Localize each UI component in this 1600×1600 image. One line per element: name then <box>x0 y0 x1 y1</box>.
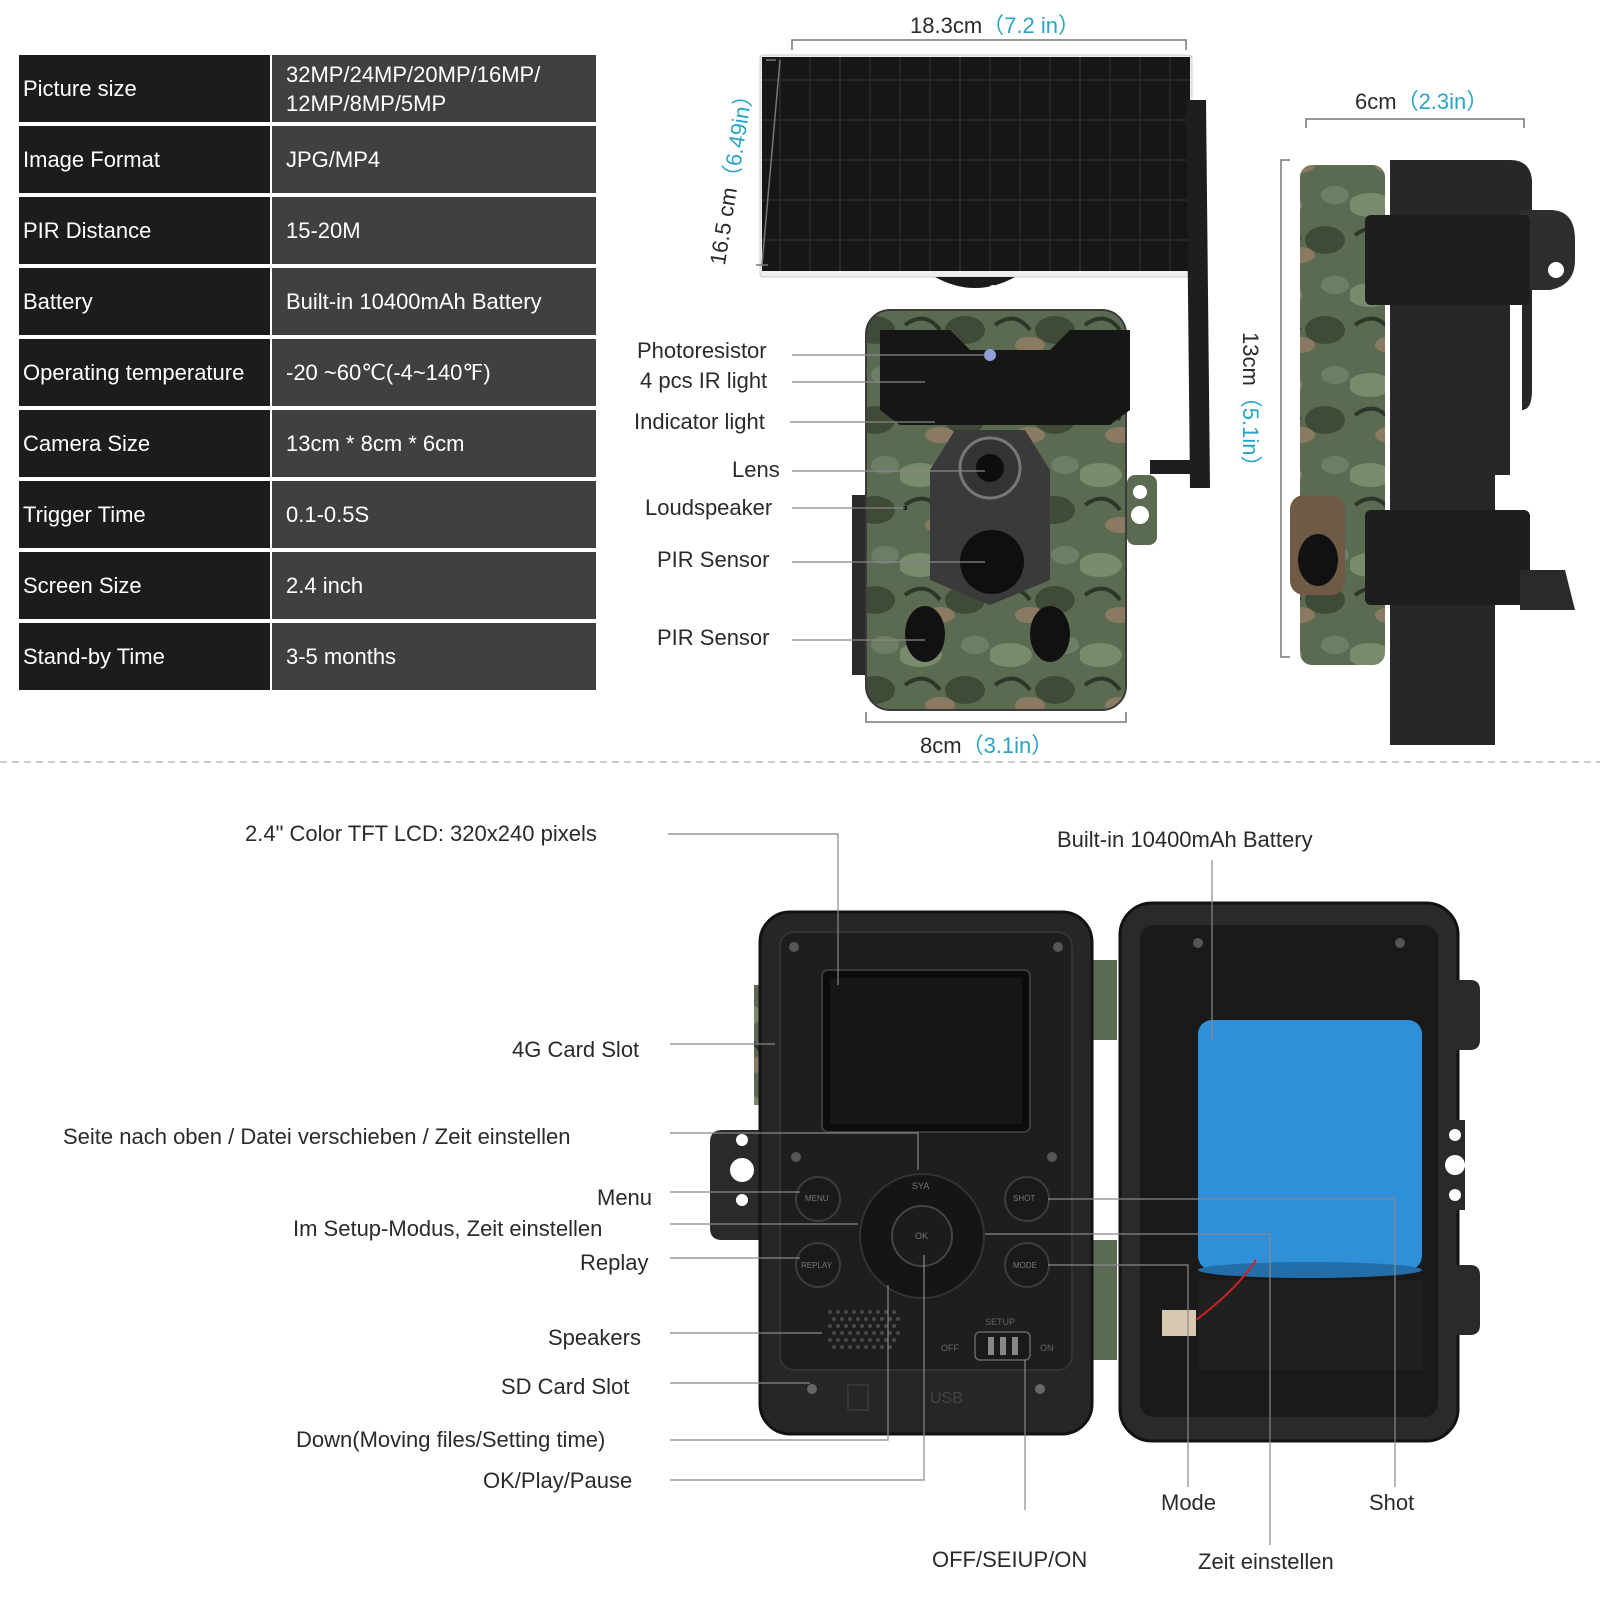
spec-row: Operating temperature-20 ~60℃(-4~140℉) <box>19 339 596 406</box>
spec-label: Camera Size <box>19 410 270 477</box>
camera-open-right <box>1118 901 1480 1443</box>
device-shot-button: SHOT <box>1013 1194 1036 1203</box>
label-loudspeaker: Loudspeaker <box>645 495 773 520</box>
spec-value: 0.1-0.5S <box>272 481 596 548</box>
label-menu: Menu <box>597 1185 653 1210</box>
label-pir-sensor-2: PIR Sensor <box>657 625 770 650</box>
label-mode: Mode <box>1161 1490 1217 1515</box>
label-zeit-einstellen: Zeit einstellen <box>1198 1549 1334 1574</box>
antenna <box>1186 100 1210 488</box>
label-power-switch: OFF/SEIUP/ON <box>932 1547 1088 1572</box>
spec-label: PIR Distance <box>19 197 270 264</box>
spec-value: 2.4 inch <box>272 552 596 619</box>
label-battery: Built-in 10400mAh Battery <box>1057 827 1313 852</box>
device-ok-button: OK <box>915 1231 929 1241</box>
label-sd-card-slot: SD Card Slot <box>501 1374 630 1399</box>
spec-label: Battery <box>19 268 270 335</box>
speaker-grille <box>828 1310 900 1349</box>
spec-value: -20 ~60℃(-4~140℉) <box>272 339 596 406</box>
label-lens: Lens <box>732 457 780 482</box>
spec-label: Picture size <box>19 55 270 122</box>
label-setup-time: Im Setup-Modus, Zeit einstellen <box>293 1216 603 1241</box>
camera-side <box>1290 160 1575 745</box>
spec-value: 13cm * 8cm * 6cm <box>272 410 596 477</box>
dim-width: 8cm（3.1in） <box>920 733 1054 758</box>
spec-label: Operating temperature <box>19 339 270 406</box>
label-shot: Shot <box>1369 1490 1415 1515</box>
label-indicator-light: Indicator light <box>634 409 765 434</box>
device-switch-setup: SETUP <box>985 1317 1016 1327</box>
spec-label: Trigger Time <box>19 481 270 548</box>
label-ir-light: 4 pcs IR light <box>640 368 768 393</box>
device-menu-button: MENU <box>805 1194 829 1203</box>
dim-depth: 6cm（2.3in） <box>1355 89 1489 114</box>
device-switch-on: ON <box>1040 1343 1054 1353</box>
label-up: Seite nach oben / Datei verschieben / Ze… <box>63 1124 571 1149</box>
battery-pack <box>1198 1020 1422 1270</box>
spec-value: 15-20M <box>272 197 596 264</box>
front-callouts <box>790 354 985 641</box>
inside-callouts <box>668 833 1396 1545</box>
device-switch-off: OFF <box>941 1343 959 1353</box>
spec-label: Screen Size <box>19 552 270 619</box>
dim-height: 13cm（5.1in） <box>1238 332 1263 478</box>
device-up-button: SYA <box>912 1181 930 1191</box>
label-lcd: 2.4" Color TFT LCD: 320x240 pixels <box>245 821 597 846</box>
spec-value: 3-5 months <box>272 623 596 690</box>
label-photoresistor: Photoresistor <box>637 338 767 363</box>
camera-front <box>852 309 1157 711</box>
dim-panel-width: 18.3cm（7.2 in） <box>910 13 1080 38</box>
spec-label: Image Format <box>19 126 270 193</box>
device-mode-button: MODE <box>1013 1261 1037 1270</box>
dimension-lines <box>756 39 1525 723</box>
spec-value: 32MP/24MP/20MP/16MP/ 12MP/8MP/5MP <box>272 55 596 122</box>
label-speakers: Speakers <box>548 1325 641 1350</box>
label-4g-card-slot: 4G Card Slot <box>512 1037 640 1062</box>
spec-value: JPG/MP4 <box>272 126 596 193</box>
spec-value: Built-in 10400mAh Battery <box>272 268 596 335</box>
label-pir-sensor-1: PIR Sensor <box>657 547 770 572</box>
spec-label: Stand-by Time <box>19 623 270 690</box>
device-replay-button: REPLAY <box>801 1261 832 1270</box>
label-ok-play-pause: OK/Play/Pause <box>483 1468 633 1493</box>
camera-open-left <box>710 910 1117 1436</box>
device-usb-port: USB <box>930 1390 963 1407</box>
solar-panel <box>759 54 1193 295</box>
label-replay: Replay <box>580 1250 649 1275</box>
label-down: Down(Moving files/Setting time) <box>296 1427 606 1452</box>
